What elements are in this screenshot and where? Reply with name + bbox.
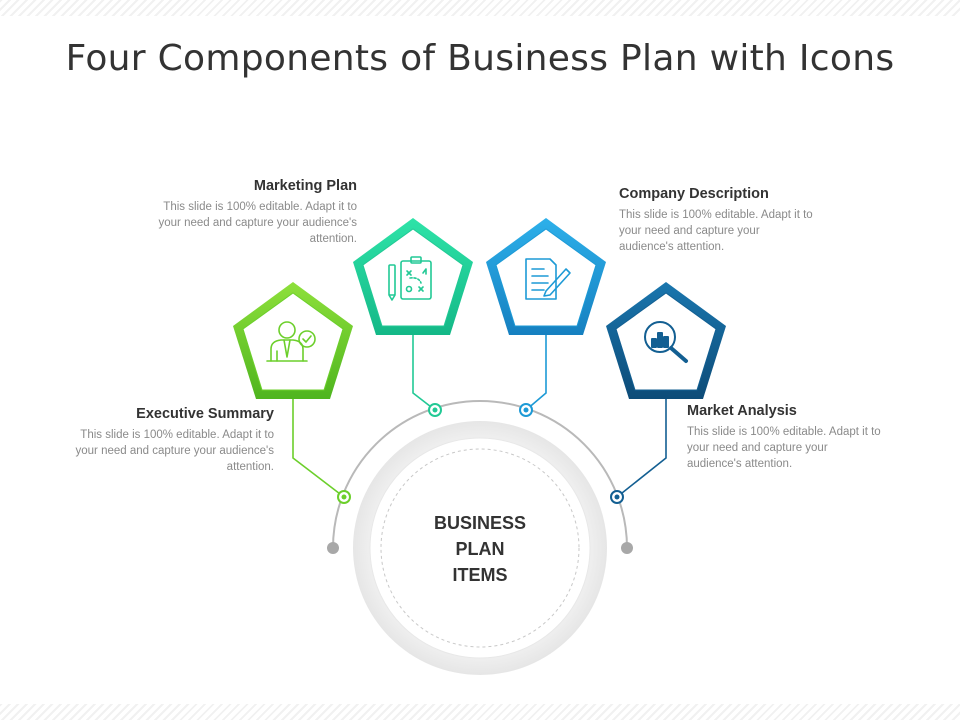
item-body: This slide is 100% editable. Adapt it to… [687,426,881,470]
node-marketing-plan [428,403,442,417]
document-pen-icon [525,258,571,300]
businessman-check-icon [266,321,316,362]
node-executive-summary [337,490,351,504]
item-body: This slide is 100% editable. Adapt it to… [158,201,357,245]
pentagon-company-description [486,218,606,335]
arc-end-left-dot [327,542,339,554]
pentagon-executive-summary [233,282,353,399]
item-heading: Company Description [619,186,769,202]
slide-title: Four Components of Business Plan with Ic… [65,38,895,79]
item-body: This slide is 100% editable. Adapt it to… [75,429,274,473]
bar-chart-magnifier-icon [644,321,688,363]
pentagon-market-analysis [606,282,726,399]
center-label-line: BUSINESS [433,513,527,533]
center-label: BUSINESS PLAN ITEMS [405,510,555,588]
node-market-analysis [610,490,624,504]
top-stripe-decoration [0,0,960,16]
item-market-analysis: Market Analysis This slide is 100% edita… [687,403,882,472]
item-company-description: Company Description This slide is 100% e… [619,186,814,255]
arc-end-right-dot [621,542,633,554]
center-label-line: PLAN [455,539,505,559]
node-company-description [519,403,533,417]
item-executive-summary: Executive Summary This slide is 100% edi… [74,406,274,475]
item-heading: Market Analysis [687,403,797,419]
item-marketing-plan: Marketing Plan This slide is 100% editab… [157,178,357,247]
center-label-line: ITEMS [452,565,508,585]
outer-arc [332,400,628,549]
connector-market-analysis [616,398,667,498]
center-dashed-ring [380,448,580,648]
connector-executive-summary [292,398,345,498]
item-body: This slide is 100% editable. Adapt it to… [619,209,813,253]
bottom-stripe-decoration [0,704,960,720]
item-heading: Marketing Plan [253,178,357,194]
strategy-clipboard-icon [388,256,432,301]
connector-marketing-plan [412,334,436,411]
connector-company-description [525,334,547,411]
item-heading: Executive Summary [136,406,274,422]
pentagon-marketing-plan [353,218,473,335]
center-disc [369,437,591,659]
